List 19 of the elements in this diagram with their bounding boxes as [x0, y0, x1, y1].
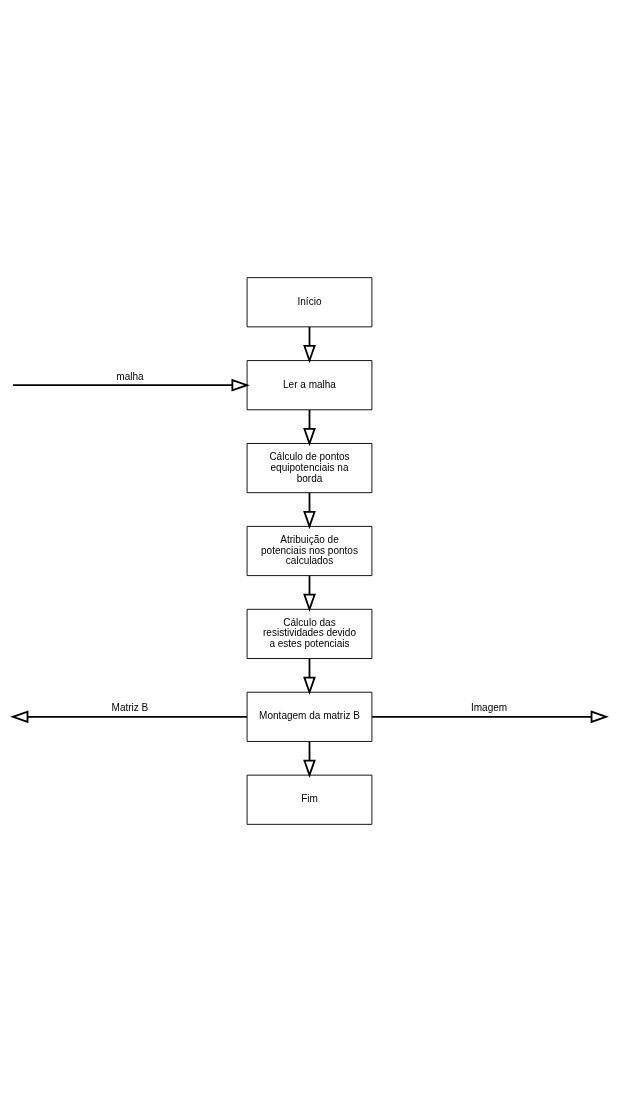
edge-label: Imagem [470, 702, 508, 714]
arrow [303, 491, 316, 530]
node-box: Ler a malha [246, 360, 373, 411]
node-box: Cálculo das resistividades devido a estes potenciais [246, 608, 373, 659]
node-box: Atribuição de potenciais nos pontos calculados [246, 525, 373, 577]
arrow [303, 574, 316, 613]
node-box: Início [246, 277, 373, 328]
node-box: Montagem da matriz B [246, 691, 373, 742]
arrow [10, 710, 248, 724]
arrow [303, 740, 316, 778]
arrow [303, 657, 316, 695]
edge-label: malha [116, 370, 144, 382]
node-box: Fim [246, 774, 373, 825]
arrow [12, 378, 250, 392]
arrow [303, 326, 316, 364]
arrow [371, 710, 609, 724]
arrow [303, 409, 316, 447]
node-box: Cálculo de pontos equipotenciais na borda [246, 443, 373, 494]
edge-label: Matriz B [111, 702, 149, 714]
